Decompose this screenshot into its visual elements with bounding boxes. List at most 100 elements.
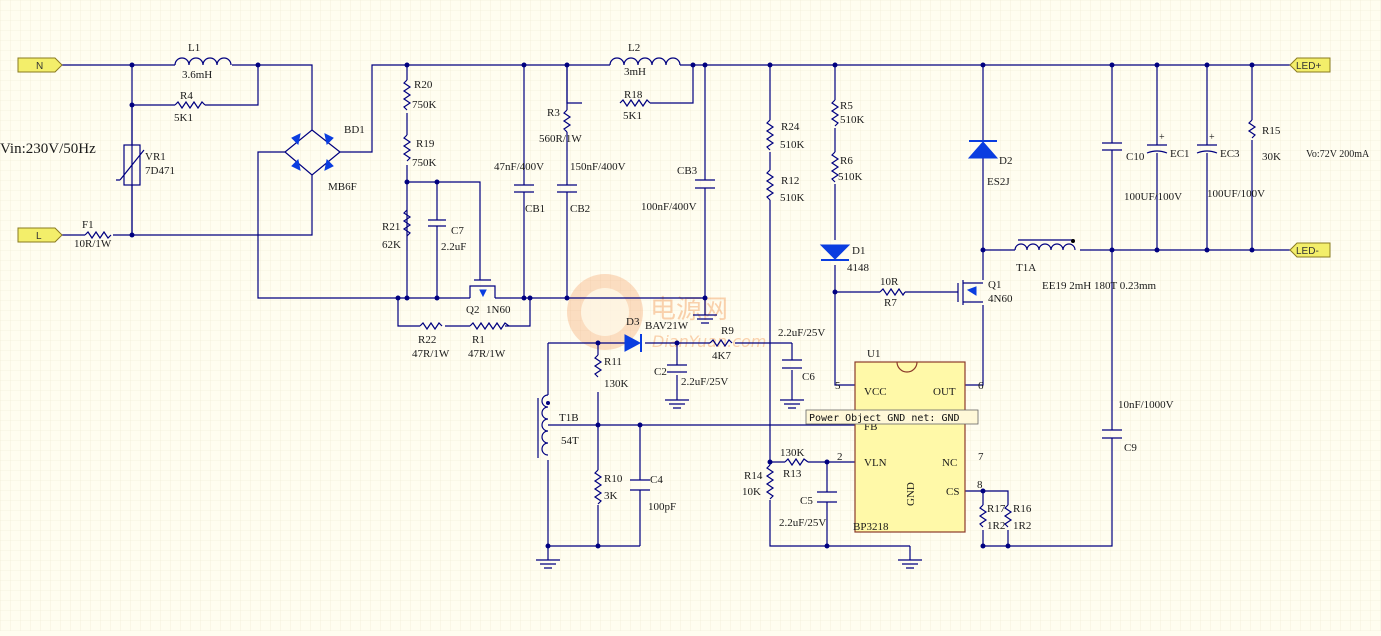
capacitor-cb2[interactable]: 150nF/400V CB2 (557, 161, 626, 215)
electrolytic-ec1[interactable]: + EC1 (1146, 132, 1190, 160)
f1-ref: F1 (82, 219, 94, 231)
d1-value: 4148 (847, 262, 870, 274)
capacitor-cb3[interactable]: CB3 100nF/400V (641, 165, 715, 213)
varistor-vr1[interactable]: VR1 7D471 (116, 144, 175, 186)
diode-d1[interactable]: D1 4148 (819, 244, 870, 274)
c6-ref: C6 (802, 371, 815, 383)
r18-value: 5K1 (623, 110, 642, 122)
pin-vln-label: VLN (864, 457, 887, 469)
r11-ref: R11 (604, 356, 622, 368)
r9-value: 4K7 (712, 350, 731, 362)
bridge-bd1[interactable]: BD1 MB6F (284, 124, 365, 193)
r14-ref: R14 (744, 470, 763, 482)
port-led-minus[interactable]: LED- (1289, 242, 1331, 258)
resistor-r6[interactable]: R6 510K (830, 151, 863, 183)
port-l[interactable]: L (17, 227, 63, 243)
r15-value: 30K (1262, 151, 1281, 163)
inductor-l2[interactable]: L2 3mH (609, 42, 681, 78)
r11-value: 130K (604, 378, 629, 390)
resistor-r16[interactable]: R16 1R2 (1003, 503, 1032, 532)
r17-value: 1R2 (987, 520, 1005, 532)
electrolytic-ec3[interactable]: + EC3 100UF/100V (1196, 132, 1265, 200)
q2-ref: Q2 (466, 304, 479, 316)
r20-ref: R20 (414, 79, 433, 91)
inductor-l1[interactable]: L1 3.6mH (174, 42, 232, 81)
r19-ref: R19 (416, 138, 435, 150)
r15-ref: R15 (1262, 125, 1281, 137)
pin-nc-label: NC (942, 457, 957, 469)
resistor-r14[interactable]: R14 10K (742, 464, 775, 500)
watermark-cn: 电源网 (650, 295, 728, 325)
mosfet-q1[interactable]: Q1 4N60 (957, 279, 1013, 305)
pin-nc-num: 7 (978, 451, 984, 463)
bd1-value: MB6F (328, 181, 357, 193)
resistor-r4[interactable]: R4 5K1 (174, 90, 206, 124)
ec3-plus: + (1209, 132, 1215, 143)
resistor-r11[interactable]: R11 130K (593, 354, 629, 390)
t1a-note: EE19 2mH 180T 0.23mm (1042, 280, 1157, 292)
resistor-r9[interactable]: R9 4K7 (709, 325, 734, 362)
r4-value: 5K1 (174, 112, 193, 124)
capacitor-c6[interactable]: 2.2uF/25V C6 (778, 327, 825, 383)
port-led-plus[interactable]: LED+ (1289, 57, 1331, 73)
capacitor-c9[interactable]: 10nF/1000V C9 (1102, 399, 1174, 454)
resistor-r10[interactable]: R10 3K (593, 469, 623, 505)
resistor-r18[interactable]: R18 5K1 (619, 89, 651, 122)
pin-out-label: OUT (933, 386, 956, 398)
mosfet-q2[interactable]: Q2 1N60 (466, 279, 511, 316)
pin-cs-label: CS (946, 486, 959, 498)
resistor-r15[interactable]: R15 30K (1247, 119, 1281, 163)
r13-value: 130K (780, 447, 805, 459)
port-n[interactable]: N (17, 57, 63, 73)
d1-ref: D1 (852, 245, 865, 257)
transformer-t1a[interactable]: T1A EE19 2mH 180T 0.23mm (1014, 239, 1157, 292)
capacitor-c10[interactable]: C10 100UF/100V (1102, 142, 1182, 203)
capacitor-c4[interactable]: C4 100pF (630, 474, 676, 513)
ground-symbol-3 (536, 546, 560, 569)
resistor-r22[interactable]: R22 47R/1W (412, 321, 450, 360)
capacitor-c7[interactable]: C7 2.2uF (428, 219, 466, 253)
ground-symbol-5 (898, 559, 922, 569)
l1-ref: L1 (188, 42, 200, 54)
resistor-r24[interactable]: R24 510K (765, 119, 805, 151)
resistor-r1[interactable]: R1 47R/1W (468, 321, 510, 360)
resistor-r13[interactable]: 130K R13 (780, 447, 809, 480)
resistor-r7[interactable]: 10R R7 (879, 276, 906, 309)
vin-note: Vin:230V/50Hz (0, 141, 96, 157)
capacitor-c2[interactable]: C2 2.2uF/25V (654, 364, 728, 388)
fuse-f1[interactable]: F1 10R/1W (74, 219, 112, 250)
resistor-r17[interactable]: R17 1R2 (978, 503, 1006, 532)
t1b-ref: T1B (559, 412, 579, 424)
capacitor-cb1[interactable]: 47nF/400V CB1 (494, 161, 545, 215)
c5-value: 2.2uF/25V (779, 517, 826, 529)
diode-d2[interactable]: D2 ES2J (967, 140, 1012, 188)
r1-value: 47R/1W (468, 348, 506, 360)
net-tooltip: Power Object GND net: GND (805, 409, 979, 425)
ic-u1[interactable]: U1 BP3218 VCC 5 OUT 6 FB VLN 2 NC 7 CS 8… (835, 348, 984, 533)
resistor-r21[interactable]: R21 62K (382, 209, 412, 251)
r22-value: 47R/1W (412, 348, 450, 360)
cb1-value: 47nF/400V (494, 161, 544, 173)
r10-ref: R10 (604, 473, 623, 485)
u1-ref: U1 (867, 348, 880, 360)
r20-value: 750K (412, 99, 437, 111)
c10-ref: C10 (1126, 151, 1145, 163)
c9-ref: C9 (1124, 442, 1137, 454)
cb1-ref: CB1 (525, 203, 545, 215)
diode-d3[interactable]: D3 BAV21W (624, 316, 689, 352)
r14-value: 10K (742, 486, 761, 498)
resistor-r12[interactable]: R12 510K (765, 169, 805, 204)
transformer-t1b[interactable]: T1B 54T (537, 394, 579, 458)
resistor-r3[interactable]: R3 560R/1W (539, 107, 582, 145)
resistor-r5[interactable]: R5 510K (830, 99, 865, 127)
resistor-r20[interactable]: R20 750K (402, 79, 437, 111)
capacitor-c5[interactable]: C5 2.2uF/25V (779, 491, 837, 529)
r5-ref: R5 (840, 100, 853, 112)
d3-ref: D3 (626, 316, 640, 328)
resistor-r19[interactable]: R19 750K (402, 134, 437, 169)
bd1-ref: BD1 (344, 124, 365, 136)
ground-symbol-4 (780, 399, 804, 409)
r5-value: 510K (840, 114, 865, 126)
